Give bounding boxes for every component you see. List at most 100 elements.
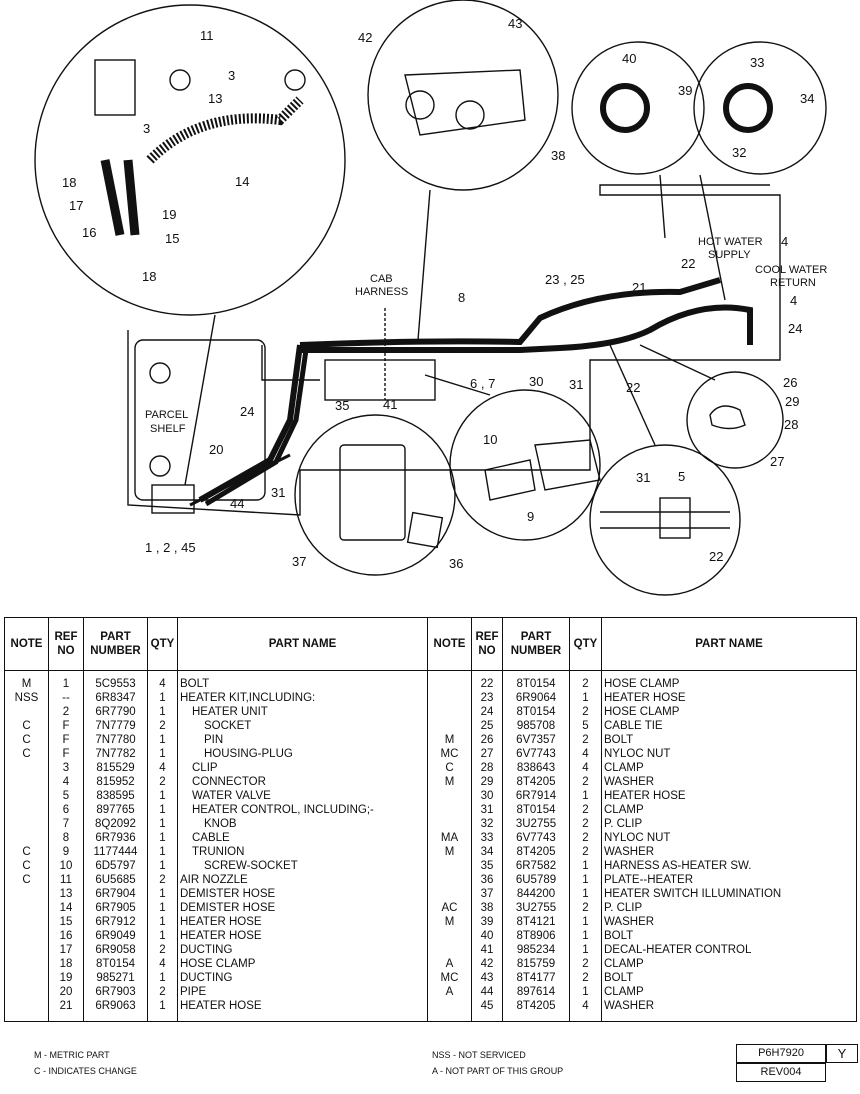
ref-cell: 13 xyxy=(48,887,84,901)
part-number-cell: 3U2755 xyxy=(502,901,570,915)
part-name-cell: HEATER HOSE xyxy=(601,789,857,803)
part-name-cell: DECAL-HEATER CONTROL xyxy=(601,943,857,957)
detail-circle-clamp42 xyxy=(367,0,559,191)
callout-1-2-45: 1 , 2 , 45 xyxy=(145,540,196,555)
part-number-cell: 985234 xyxy=(502,943,570,957)
ref-cell: 11 xyxy=(48,873,84,887)
ref-cell: 19 xyxy=(48,971,84,985)
ref-cell: 45 xyxy=(471,999,503,1022)
ref-cell: 22 xyxy=(471,670,503,691)
qty-cell: 2 xyxy=(569,803,602,817)
ref-cell: 2 xyxy=(48,705,84,719)
qty-cell: 1 xyxy=(569,943,602,957)
part-name-cell: HARNESS AS-HEATER SW. xyxy=(601,859,857,873)
part-number-cell: 838643 xyxy=(502,761,570,775)
part-name-cell: BOLT xyxy=(177,670,428,691)
part-name-cell: HEATER HOSE xyxy=(177,915,428,929)
part-name-cell: HOUSING-PLUG xyxy=(177,747,428,761)
qty-cell: 1 xyxy=(147,845,178,859)
qty-cell: 1 xyxy=(147,859,178,873)
drawing-footer: M - METRIC PART C - INDICATES CHANGE NSS… xyxy=(0,1044,860,1094)
callout-42: 42 xyxy=(358,30,372,45)
note-cell: C xyxy=(4,859,49,873)
heater-unit xyxy=(151,484,195,514)
part-number-cell: 6R7903 xyxy=(83,985,148,999)
part-number-cell: 8T4205 xyxy=(502,999,570,1022)
qty-cell: 1 xyxy=(569,873,602,887)
ref-cell: 36 xyxy=(471,873,503,887)
callout-22c: 22 xyxy=(709,549,723,564)
callout-20: 20 xyxy=(209,442,223,457)
qty-cell: 1 xyxy=(147,733,178,747)
ref-cell: 30 xyxy=(471,789,503,803)
note-cell xyxy=(4,999,49,1022)
part-name-cell: DEMISTER HOSE xyxy=(177,901,428,915)
qty-cell: 4 xyxy=(569,747,602,761)
qty-cell: 2 xyxy=(569,670,602,691)
note-cell xyxy=(427,803,472,817)
part-name-cell: WASHER xyxy=(601,775,857,789)
qty-cell: 1 xyxy=(147,789,178,803)
callout-38: 38 xyxy=(551,148,565,163)
ref-cell: 4 xyxy=(48,775,84,789)
part-number-cell: 1177444 xyxy=(83,845,148,859)
part-number-cell: 6R7582 xyxy=(502,859,570,873)
ref-cell: 23 xyxy=(471,691,503,705)
detail-circle-clamp28 xyxy=(686,371,784,469)
header-note-left: NOTE xyxy=(4,617,49,671)
part-name-cell: DUCTING xyxy=(177,971,428,985)
detail-circle-pclip38 xyxy=(571,41,705,175)
callout-21: 21 xyxy=(632,280,646,295)
qty-cell: 5 xyxy=(569,719,602,733)
callout-3b: 3 xyxy=(143,121,150,136)
part-name-cell: SCREW-SOCKET xyxy=(177,859,428,873)
part-name-cell: HEATER CONTROL, INCLUDING;- xyxy=(177,803,428,817)
part-name-cell: SOCKET xyxy=(177,719,428,733)
note-cell xyxy=(4,831,49,845)
callout-3a: 3 xyxy=(228,68,235,83)
qty-cell: 2 xyxy=(569,845,602,859)
callout-33: 33 xyxy=(750,55,764,70)
note-cell: C xyxy=(4,747,49,761)
ref-cell: 44 xyxy=(471,985,503,999)
ref-cell: 3 xyxy=(48,761,84,775)
qty-cell: 4 xyxy=(147,670,178,691)
note-cell xyxy=(427,705,472,719)
callout-31b: 31 xyxy=(271,485,285,500)
part-name-cell: HEATER KIT,INCLUDING: xyxy=(177,691,428,705)
exploded-parts-diagram: 1 , 2 , 45 3 3 4 4 5 6 , 7 8 9 10 11 13 … xyxy=(34,0,827,596)
part-number-cell: 6R9058 xyxy=(83,943,148,957)
ref-cell: 15 xyxy=(48,915,84,929)
note-cell xyxy=(427,887,472,901)
header-note-right: NOTE xyxy=(427,617,472,671)
detail-circle-pclip32 xyxy=(693,41,827,175)
part-number-cell: 6R8347 xyxy=(83,691,148,705)
qty-cell: 1 xyxy=(569,985,602,999)
note-cell xyxy=(4,957,49,971)
callout-9: 9 xyxy=(527,509,534,524)
part-number-cell: 8T4205 xyxy=(502,845,570,859)
header-part-name-right: PART NAME xyxy=(601,617,857,671)
part-number-cell: 8T0154 xyxy=(502,670,570,691)
note-cell xyxy=(427,817,472,831)
callout-27: 27 xyxy=(770,454,784,469)
qty-cell: 4 xyxy=(569,999,602,1022)
callout-24a: 24 xyxy=(240,404,254,419)
note-cell xyxy=(4,915,49,929)
legend-not-part: A - NOT PART OF THIS GROUP xyxy=(432,1066,564,1076)
pipe-20 xyxy=(189,453,291,507)
callout-39: 39 xyxy=(678,83,692,98)
note-cell xyxy=(427,789,472,803)
header-qty-right: QTY xyxy=(569,617,602,671)
note-cell xyxy=(4,761,49,775)
qty-cell: 1 xyxy=(147,915,178,929)
callout-24b: 24 xyxy=(788,321,802,336)
ref-cell: 43 xyxy=(471,971,503,985)
